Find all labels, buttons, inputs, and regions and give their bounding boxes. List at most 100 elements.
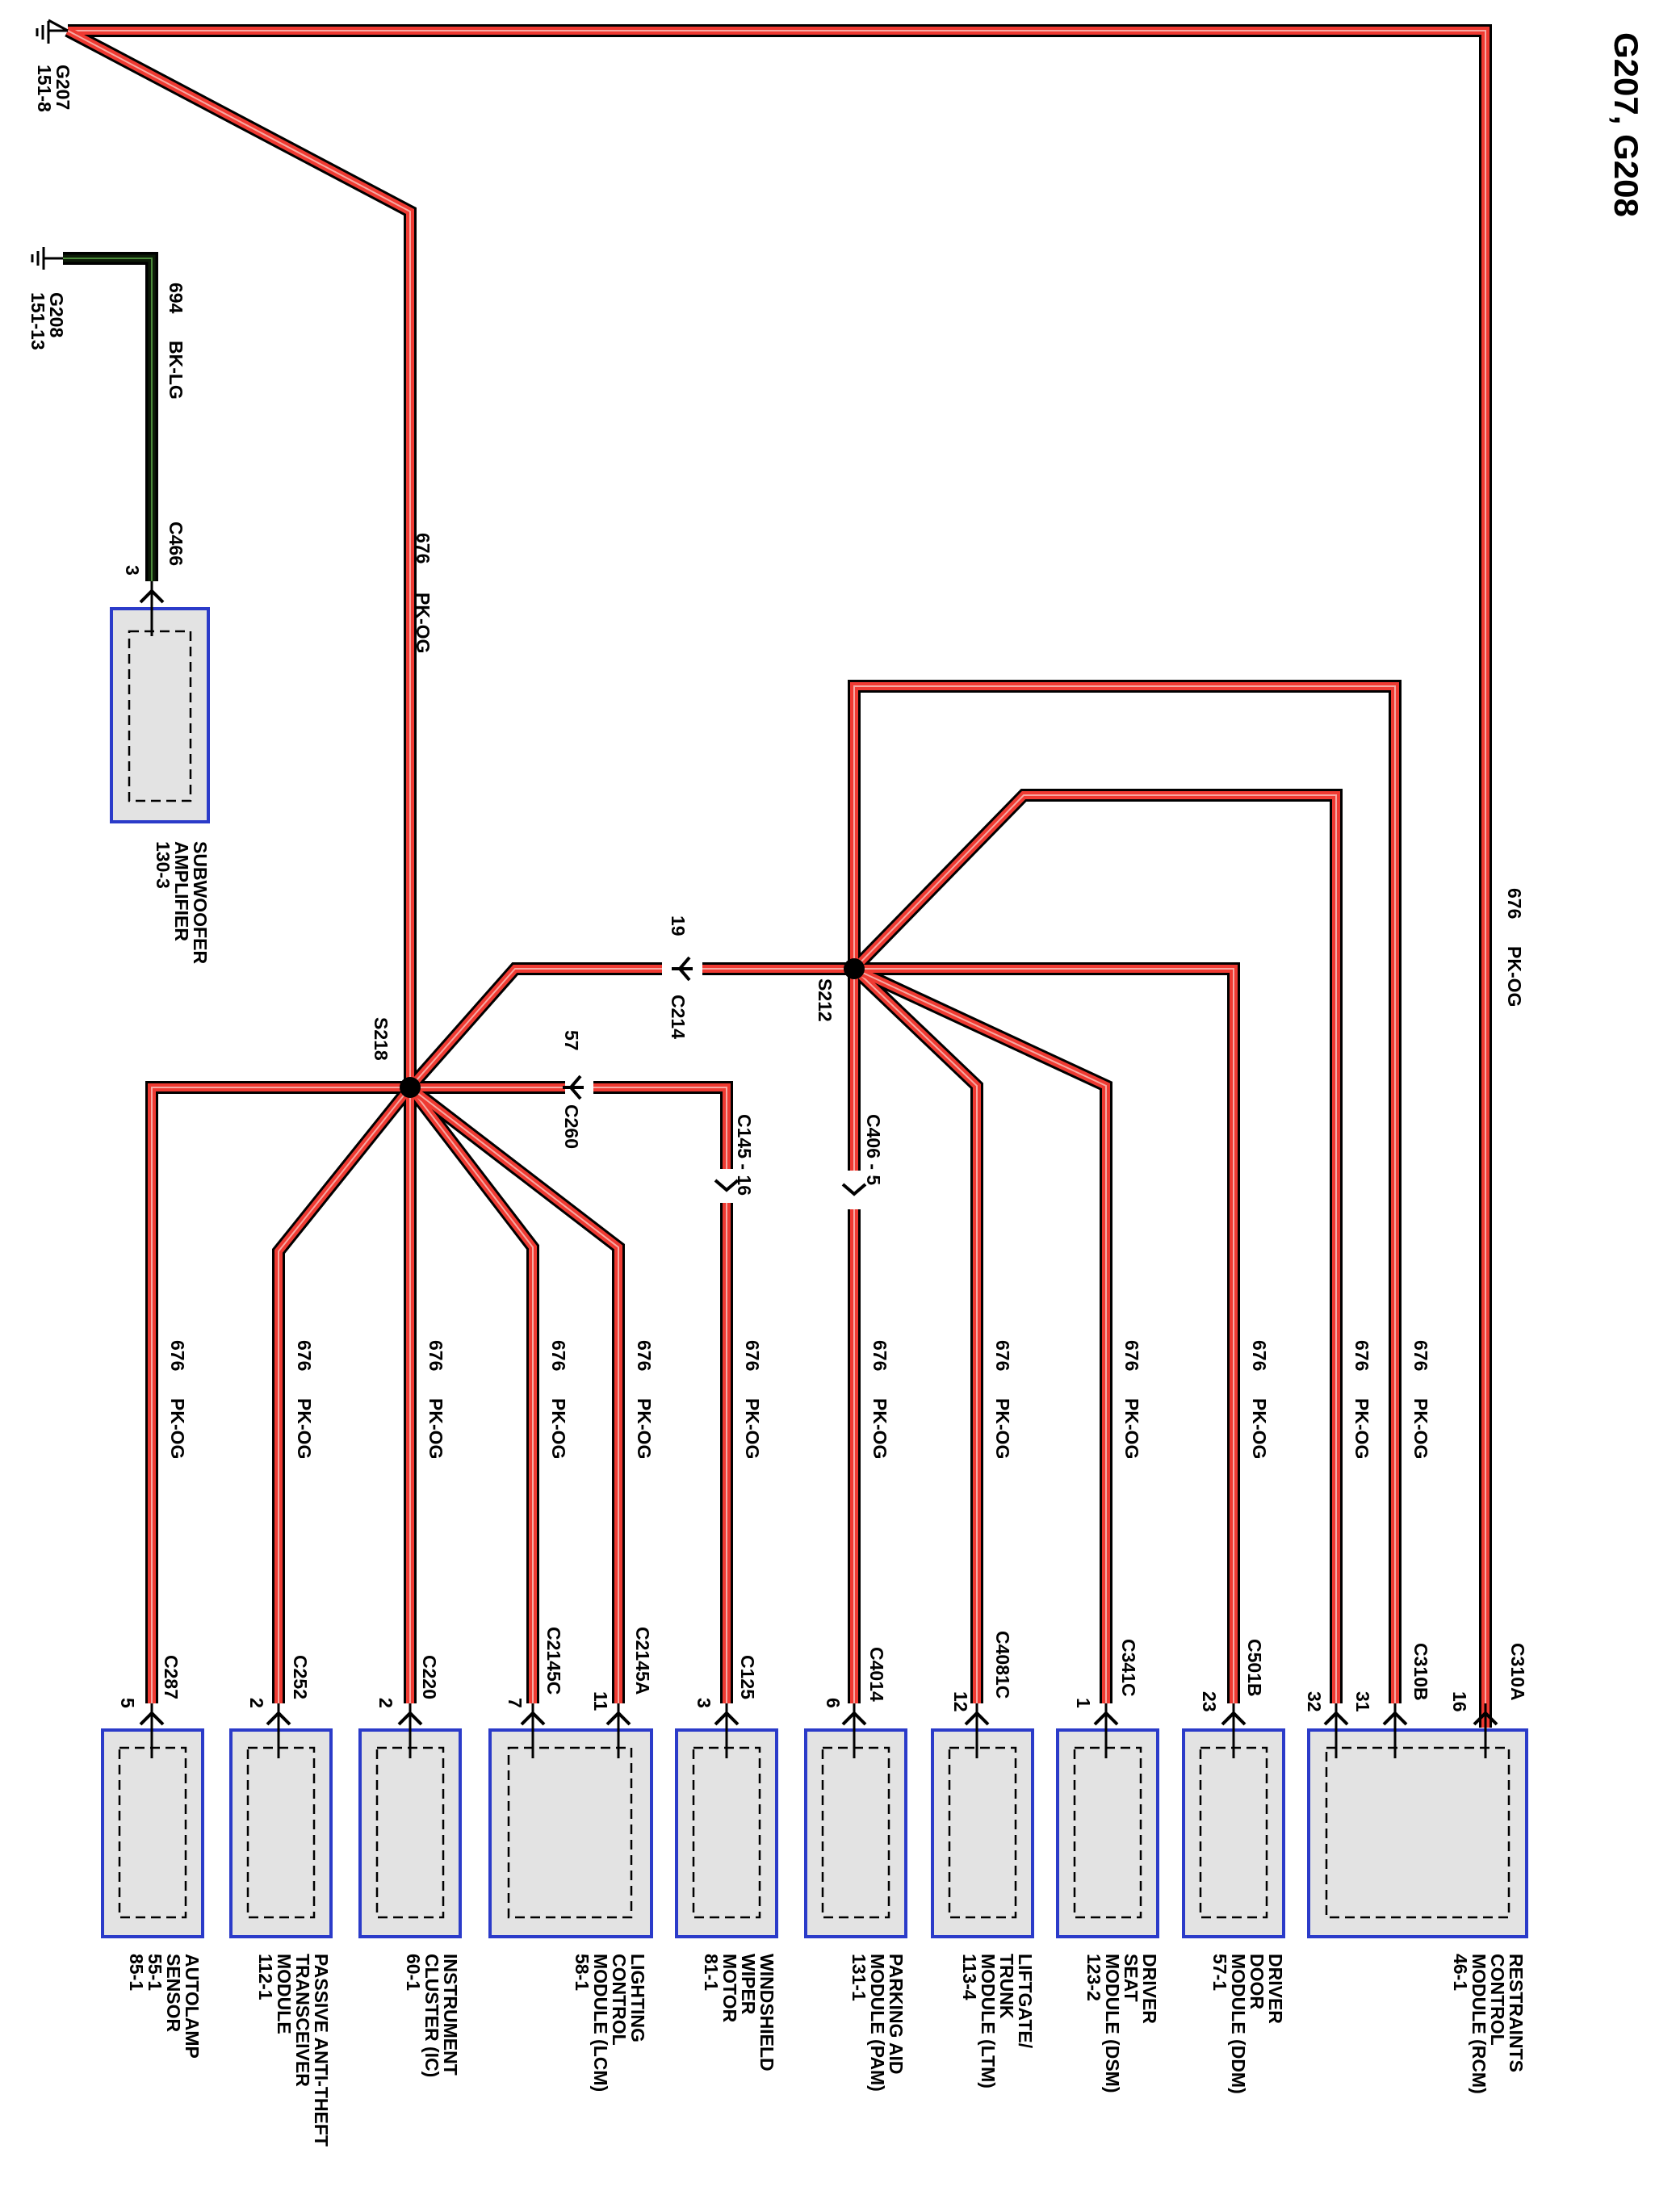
page-title: G207, G208 (1607, 32, 1645, 217)
branch-wire-color-7: PK-OG (992, 1398, 1013, 1459)
splice-s218-dot (400, 1077, 421, 1098)
wire-s218-to-c214-highlight (409, 968, 662, 1088)
pin-c310-32: 32 (1304, 1691, 1325, 1712)
pin-arrow-pats (266, 1711, 291, 1726)
wire-s218-to-lcm-a-casing (406, 1082, 625, 1703)
module-pam-label-2: MODULE (PAM) (867, 1954, 888, 2092)
wire-s218-to-pats[interactable] (274, 1084, 413, 1703)
module-instrument-cluster[interactable] (358, 1728, 462, 1938)
pin-arrow-ic (397, 1711, 423, 1726)
pin-arrows (139, 581, 1498, 1758)
branch-wire-color-4: PK-OG (634, 1398, 655, 1459)
wire-s218-to-pats-highlight (278, 1087, 411, 1703)
wire-ground-g208-to-subwoofer[interactable] (63, 254, 156, 581)
module-ltm-label-4: 113-4 (959, 1954, 980, 2000)
module-subwoofer-amplifier[interactable] (110, 607, 210, 823)
wire-676-circuit: 676 (413, 533, 434, 563)
wire-s212-to-rcm-32[interactable] (851, 791, 1340, 1703)
module-autolamp-sensor[interactable] (101, 1728, 204, 1938)
wire-s218-to-c214[interactable] (407, 965, 662, 1091)
branch-wire-color-1: PK-OG (294, 1398, 315, 1459)
module-ddm-label-2: DOOR (1247, 1954, 1267, 2009)
module-rcm-label-4: 46-1 (1450, 1954, 1471, 1991)
module-windshield-wiper[interactable] (675, 1728, 778, 1938)
module-driver-seat[interactable] (1056, 1728, 1159, 1938)
wire-s212-to-rcm-32-casing (849, 789, 1343, 1703)
module-dsm-label-3: MODULE (DSM) (1102, 1954, 1123, 2093)
module-pats-label-2: TRANSCEIVER (292, 1954, 313, 2087)
ground-g207-icon (36, 19, 69, 44)
wire-s212-to-ltm-highlight (853, 968, 978, 1703)
module-lcm-label-4: 58-1 (572, 1954, 593, 1991)
splice-s212-dot (844, 958, 865, 979)
pin-c4014-6: 6 (823, 1698, 844, 1708)
branch-wire-circuit-5: 676 (742, 1340, 763, 1371)
module-wiper-label-3: MOTOR (719, 1954, 740, 2023)
pin-c220-2: 2 (375, 1698, 396, 1708)
branch-wire-circuit-9: 676 (1249, 1340, 1270, 1371)
module-liftgate-trunk[interactable] (931, 1728, 1034, 1938)
wire-s218-to-lcm-a[interactable] (407, 1084, 622, 1703)
ground-g207-ref: 151-8 (34, 65, 55, 112)
wire-s218-to-lcm-c[interactable] (407, 1084, 537, 1703)
wire-676-color: PK-OG (413, 593, 434, 653)
module-ddm-label-4: 57-1 (1209, 1954, 1230, 1991)
module-pam-label-1: PARKING AID (886, 1954, 907, 2075)
module-rcm-label-1: RESTRAINTS (1506, 1954, 1527, 2072)
branch-wire-color-6: PK-OG (869, 1398, 890, 1459)
module-parking-aid[interactable] (804, 1728, 907, 1938)
wire-s212-to-dsm-highlight (853, 968, 1107, 1703)
module-ic-label-1: INSTRUMENT (440, 1954, 461, 2076)
wire-c260-to-c145[interactable] (593, 1083, 731, 1169)
connector-c2145a: C2145A (632, 1627, 653, 1695)
pin-c4081c-12: 12 (950, 1691, 971, 1712)
pin-arrow-ltm (964, 1711, 990, 1726)
pin-arrow-dsm (1093, 1711, 1119, 1726)
wire-s212-to-ddm[interactable] (854, 965, 1238, 1703)
module-passive-anti-theft[interactable] (229, 1728, 333, 1938)
module-restraints-control[interactable] (1307, 1728, 1528, 1938)
module-pats-label-4: 112-1 (255, 1954, 276, 2000)
pin-c252-2: 2 (246, 1698, 267, 1708)
branch-wire-circuit-2: 676 (425, 1340, 446, 1371)
module-lighting-control[interactable] (488, 1728, 653, 1938)
connector-c214: C214 (668, 995, 689, 1039)
module-autolamp-label-2: SENSOR (163, 1954, 184, 2033)
splice-s212-label: S212 (815, 978, 836, 1022)
c145-icon (714, 1179, 740, 1192)
branch-wire-color-10: PK-OG (1351, 1398, 1372, 1459)
connector-c310a: C310A (1507, 1643, 1528, 1701)
pin-arrow-ddm (1221, 1711, 1247, 1726)
pin-c2145c-7: 7 (505, 1698, 526, 1708)
branch-wire-circuit-4: 676 (634, 1340, 655, 1371)
wire-676-circuit: 676 (1504, 888, 1525, 919)
module-wiper-label-2: WIPER (738, 1954, 759, 2015)
pin-arrow-pam (841, 1711, 867, 1726)
connector-c310b: C310B (1410, 1643, 1431, 1701)
wire-s212-to-ltm[interactable] (851, 966, 981, 1703)
module-driver-door[interactable] (1182, 1728, 1285, 1938)
pin-c466-3: 3 (122, 565, 143, 576)
connector-c220: C220 (419, 1655, 440, 1699)
connector-c406: C406 - 5 (863, 1114, 884, 1185)
module-wiper-label-4: 81-1 (701, 1954, 722, 1991)
connector-c501b: C501B (1244, 1639, 1265, 1697)
module-wiper-label-1: WINDSHIELD (756, 1954, 777, 2072)
pin-arrow-autolamp (139, 1711, 165, 1726)
pin-arrow-subwoofer (139, 589, 165, 604)
module-lcm-label-3: MODULE (LCM) (590, 1954, 611, 2092)
ground-g208-ref: 151-13 (27, 292, 48, 350)
module-rcm-label-3: MODULE (RCM) (1469, 1954, 1490, 2094)
wire-s212-to-rcm-32-highlight (853, 794, 1337, 1703)
pin-c287-5: 5 (117, 1698, 138, 1708)
wire-s212-to-rcm-31[interactable] (850, 682, 1399, 1703)
connector-c214-pin: 19 (668, 915, 689, 936)
pin-arrow-lcm-c (520, 1711, 546, 1726)
wire-694-color: BK-LG (166, 341, 186, 400)
module-subwoofer-label-1: SUBWOOFER (190, 841, 211, 964)
module-ic-label-2: CLUSTER (IC) (421, 1954, 442, 2077)
module-autolamp-label-1: AUTOLAMP (182, 1954, 203, 2059)
connector-c260: C260 (561, 1104, 582, 1149)
connector-c287: C287 (161, 1655, 182, 1699)
